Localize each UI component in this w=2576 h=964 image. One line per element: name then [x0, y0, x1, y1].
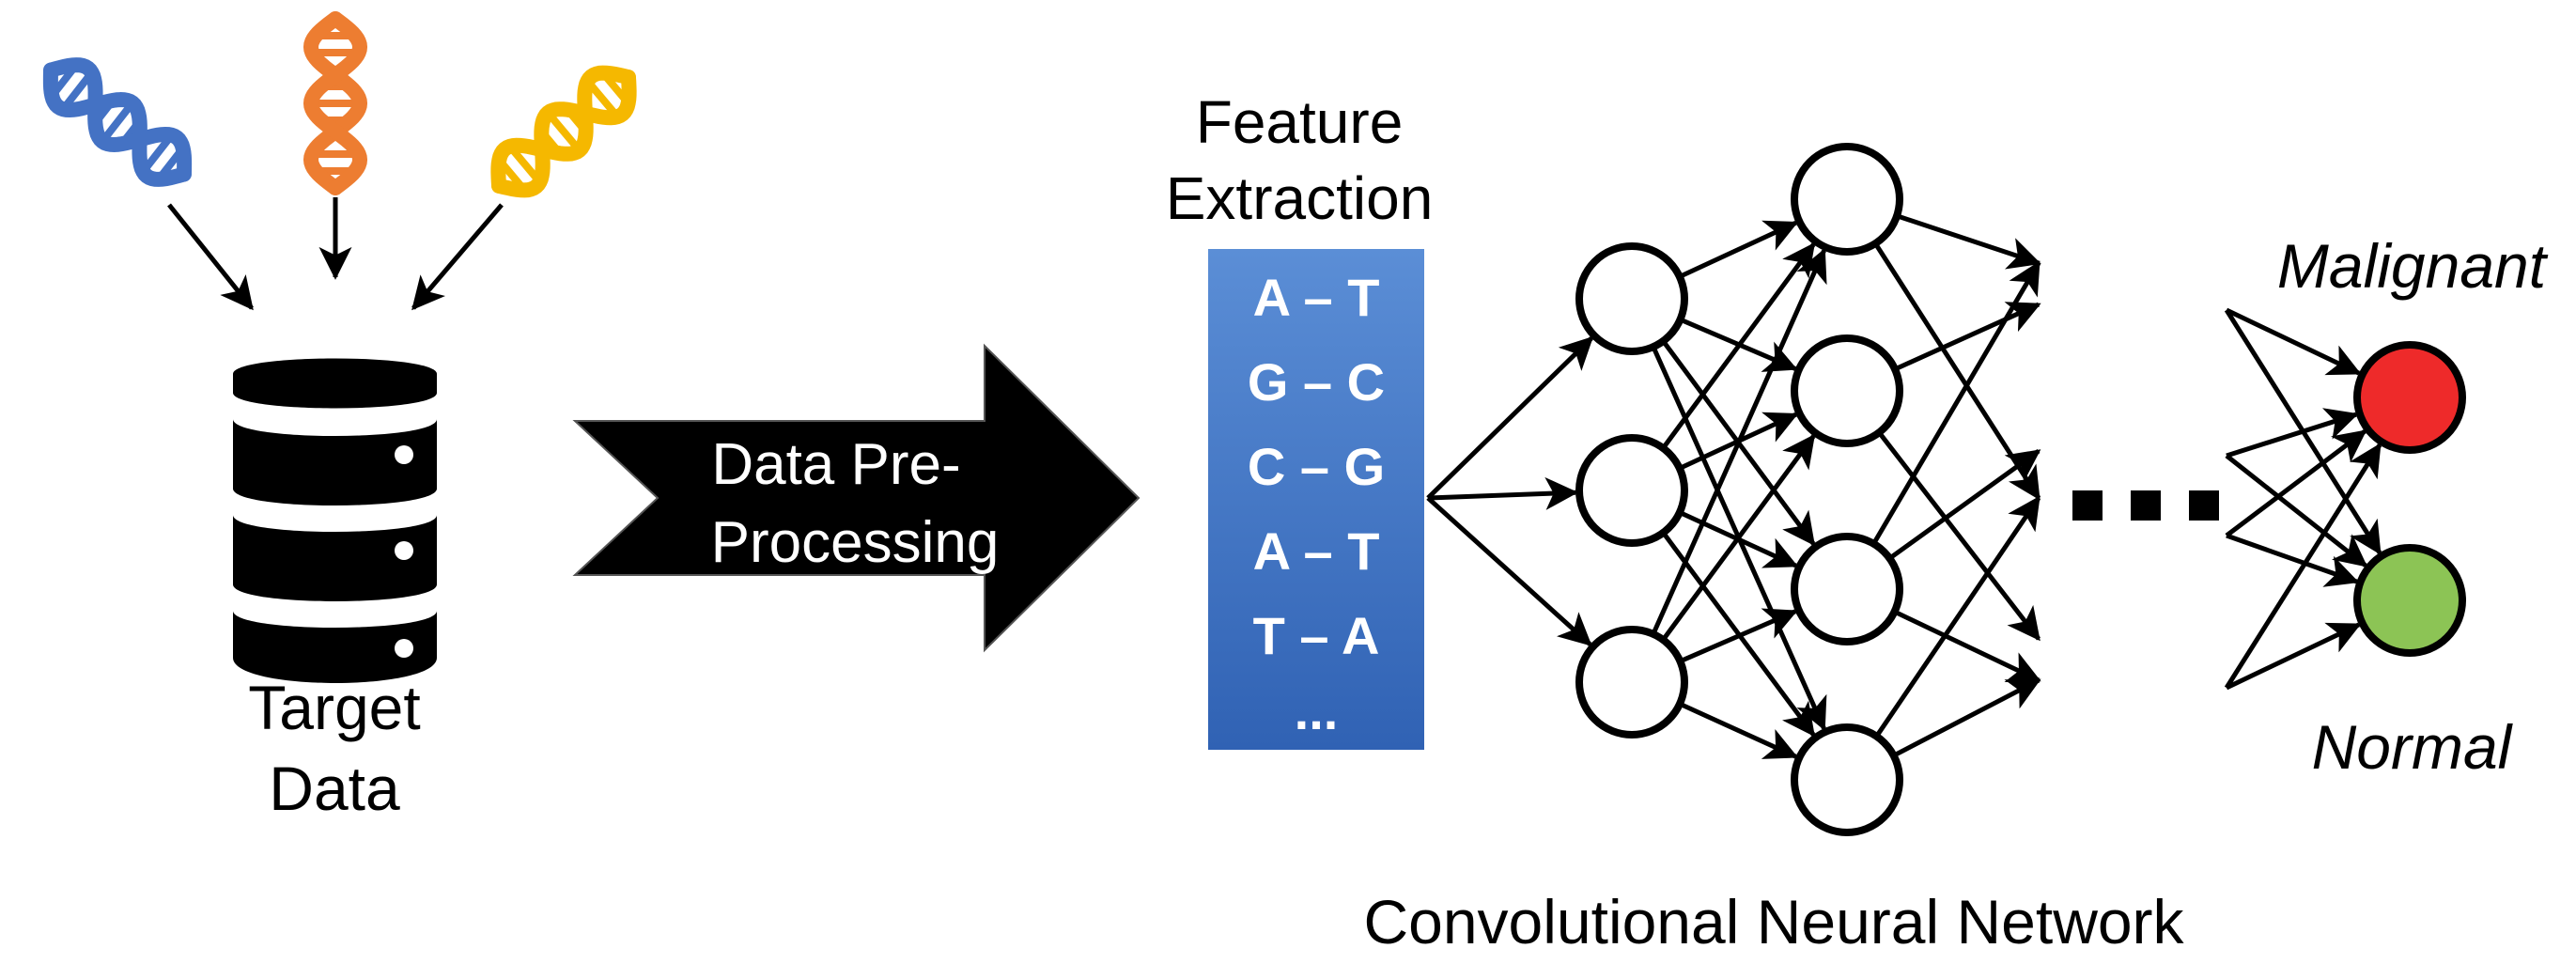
output-node-normal	[2353, 544, 2466, 657]
normal-label: Normal	[2312, 712, 2514, 782]
dna-arrow-blue	[167, 203, 254, 311]
layer1-node	[1575, 626, 1688, 739]
feature-ellipsis: ...	[1295, 681, 1339, 740]
ellipsis-dot	[2189, 490, 2219, 521]
target-data-label-line2: Data	[269, 754, 400, 823]
input-edge	[1426, 496, 1592, 646]
ellipsis-dot	[2072, 490, 2103, 521]
outgoing-edge	[1874, 495, 2041, 739]
ellipsis-dot	[2131, 490, 2161, 521]
output-edge	[2226, 533, 2360, 587]
layer2-node	[1791, 143, 1903, 256]
layer2-node	[1791, 334, 1903, 447]
outgoing-edge	[1896, 213, 2041, 270]
dna-strand	[43, 57, 193, 182]
layer2-node	[1791, 533, 1903, 645]
dna-rung	[99, 101, 136, 144]
dna-rung	[545, 110, 582, 153]
malignant-label: Malignant	[2277, 231, 2549, 301]
output-edge	[2225, 622, 2362, 691]
network-nodes	[1575, 143, 1903, 836]
dna-strand	[490, 65, 636, 194]
preprocessing-label-line2: Processing	[711, 510, 1000, 575]
input-edge	[1426, 335, 1594, 500]
hidden-edge	[1651, 248, 1827, 635]
process-arrow-icon	[572, 343, 1141, 653]
outgoing-edge	[1887, 448, 2041, 561]
hidden-edge	[1679, 608, 1798, 664]
feature-pair-1: A – T	[1253, 268, 1380, 327]
preprocessing-label-line1: Data Pre-	[711, 432, 960, 497]
dna-blue-icon	[42, 57, 193, 187]
outgoing-edge	[1894, 302, 2041, 372]
hidden-edge	[1661, 433, 1816, 642]
dna-yellow-icon	[490, 65, 637, 198]
feature-box	[1208, 249, 1424, 750]
dna-strand	[303, 11, 368, 195]
output-edge	[2225, 307, 2362, 376]
outgoing-edge	[1893, 609, 2041, 683]
target-data-label-line1: Target	[248, 673, 420, 742]
outgoing-edge	[1892, 677, 2041, 758]
layer1-node	[1575, 434, 1688, 547]
feature-pair-3: C – G	[1248, 437, 1385, 496]
outgoing-edge	[1871, 260, 2041, 545]
database-icon	[233, 358, 437, 683]
feature-extraction-label-line2: Extraction	[1166, 164, 1434, 232]
output-edge	[2226, 408, 2359, 459]
layer2-node	[1791, 723, 1903, 836]
output-node-malignant	[2353, 341, 2466, 454]
feature-pair-2: G – C	[1248, 352, 1385, 412]
feature-extraction-label-line1: Feature	[1196, 88, 1404, 156]
feature-pair-5: T – A	[1253, 606, 1380, 665]
input-edge	[1427, 476, 1578, 510]
hidden-edge	[1678, 220, 1799, 279]
output-edge	[2224, 443, 2382, 690]
feature-pair-4: A – T	[1253, 521, 1380, 581]
cnn-label: Convolutional Neural Network	[1363, 887, 2184, 956]
layer1-node	[1575, 242, 1688, 355]
hidden-edge	[1661, 241, 1816, 450]
dna-orange-icon	[303, 11, 368, 195]
dna-arrow-yellow	[411, 203, 504, 311]
output-edge	[2225, 429, 2367, 537]
dna-to-database-arrows	[167, 197, 504, 311]
feature-pairs: A – T G – C C – G A – T T – A	[1248, 268, 1385, 665]
dna-strand	[491, 70, 637, 198]
output-edge	[2225, 454, 2368, 568]
network-edges	[1426, 213, 2382, 759]
layer-ellipsis	[2072, 490, 2219, 521]
outgoing-edge	[1877, 430, 2041, 642]
dna-strand	[303, 11, 368, 195]
hidden-edge	[1678, 701, 1799, 759]
dna-strand	[42, 62, 192, 187]
